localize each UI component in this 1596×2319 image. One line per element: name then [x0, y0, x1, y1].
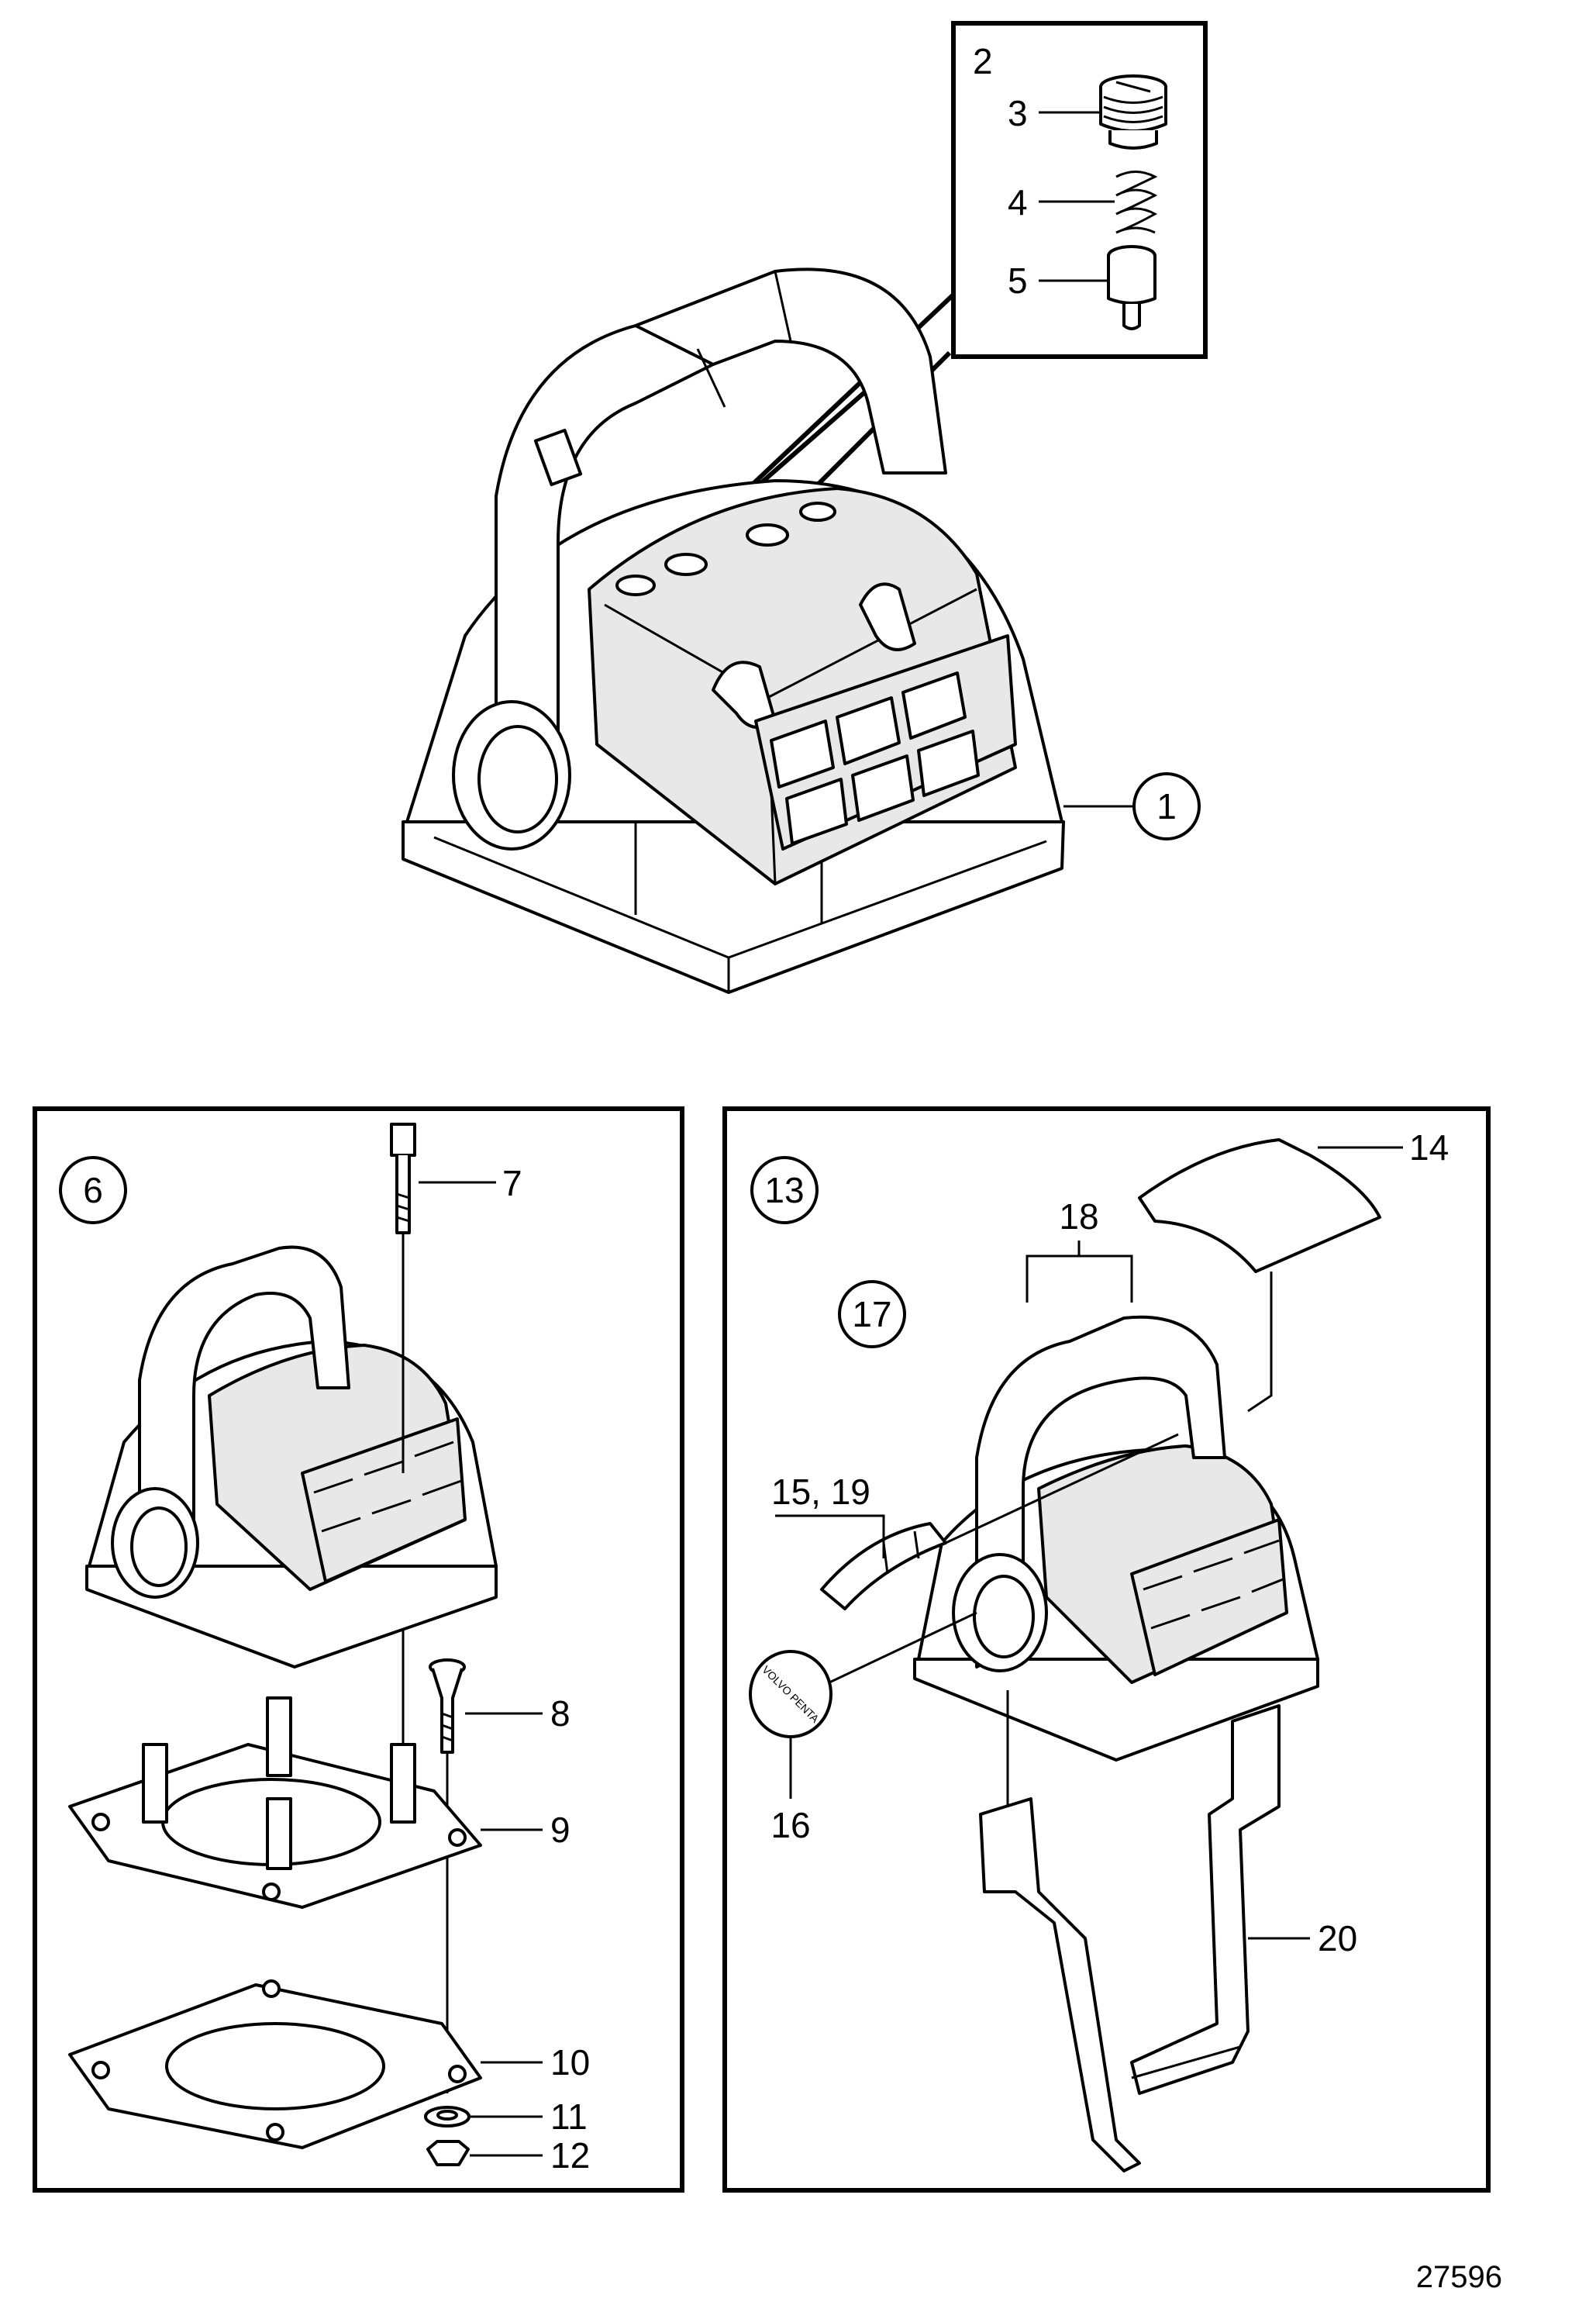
callout-5: 5: [1008, 261, 1028, 301]
callout-16: 16: [770, 1805, 810, 1845]
screw-part: [1099, 74, 1167, 150]
control-unit-main: [402, 267, 1136, 994]
callout-12: 12: [550, 2135, 590, 2176]
spring-part: [1115, 171, 1158, 234]
callout-3: 3: [1008, 93, 1028, 133]
detail-box-items-2-5: [672, 21, 1208, 561]
callout-circle-6: [59, 1156, 127, 1224]
nut-12: [426, 2140, 543, 2166]
drawing-number: 27596: [1416, 2260, 1502, 2294]
callout-17: 17: [852, 1294, 891, 1334]
bolt-7: [390, 1123, 496, 1473]
mounting-plate-9: [68, 1628, 543, 1909]
callout-4: 4: [1008, 182, 1028, 223]
callout-10: 10: [550, 2042, 590, 2083]
cover-kit-box: VOLVO PENTA: [722, 1106, 1491, 2193]
lever-handle: [452, 267, 947, 851]
washer-11: [424, 2106, 543, 2127]
cover-14: [1138, 1138, 1403, 1413]
plunger-part: [1107, 245, 1156, 330]
logo-cap-16: VOLVO PENTA: [749, 1611, 977, 1799]
callout-18: 18: [1059, 1196, 1098, 1237]
callout-circle-17: [838, 1280, 906, 1348]
mounting-kit-box: [33, 1106, 684, 2193]
callout-9: 9: [550, 1810, 570, 1850]
callout-circle-1: [1132, 772, 1201, 840]
callout-2: 2: [973, 41, 993, 81]
callout-1: 1: [1156, 786, 1177, 826]
detail-box-frame: [951, 21, 1208, 359]
callout-13: 13: [764, 1170, 804, 1210]
callout-15-19: 15, 19: [771, 1472, 870, 1512]
callout-circle-13: [750, 1156, 819, 1224]
callout-8: 8: [550, 1693, 570, 1734]
callout-11: 11: [550, 2096, 588, 2137]
gasket-10: [68, 1979, 543, 2149]
cap-15-19: [775, 1433, 1179, 1610]
right-box-frame: [722, 1106, 1491, 2193]
callout-14: 14: [1409, 1127, 1449, 1168]
control-unit-small: [85, 1245, 498, 1669]
callout-20: 20: [1318, 1918, 1357, 1958]
callout-6: 6: [83, 1170, 103, 1210]
left-box-frame: [33, 1106, 684, 2193]
button-grid: [754, 634, 1017, 851]
bracket-20: [979, 1690, 1310, 2172]
callout-7: 7: [502, 1163, 522, 1203]
control-unit-right: [913, 1241, 1319, 1762]
